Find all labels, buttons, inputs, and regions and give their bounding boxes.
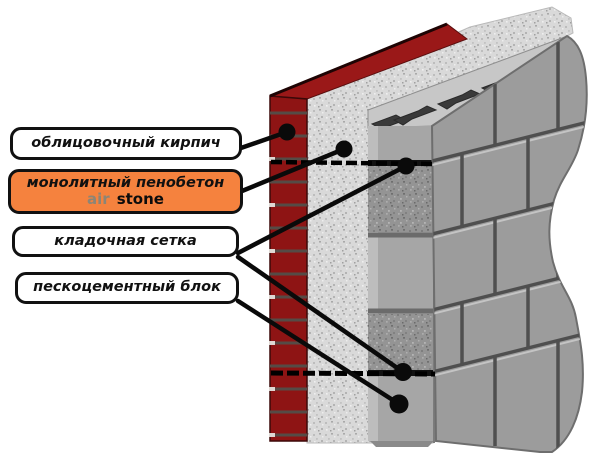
label-masonry-mesh: кладочная сетка — [12, 226, 239, 257]
brick-left-edge-ticks — [269, 157, 275, 437]
label-masonry-mesh-text: кладочная сетка — [54, 232, 197, 249]
label-foam-concrete: монолитный пенобетон air stone — [8, 169, 243, 214]
callout-lines — [235, 129, 409, 407]
block-wall-front-face — [430, 34, 588, 453]
facing-brick-layer — [269, 22, 469, 442]
brand-stone-word: stone — [116, 189, 164, 208]
callout-dots — [278, 123, 415, 414]
label-sand-cement-block: пескоцементный блок — [15, 272, 239, 304]
brand-air-word: air — [87, 189, 110, 208]
label-facing-brick-text: облицовочный кирпич — [31, 134, 221, 151]
label-facing-brick: облицовочный кирпич — [10, 127, 242, 160]
label-foam-concrete-text: монолитный пенобетон — [26, 174, 225, 191]
label-brand-airstone: air stone — [87, 189, 164, 208]
brick-mortar-joints — [270, 111, 307, 437]
label-sand-cement-block-text: пескоцементный блок — [33, 279, 221, 296]
